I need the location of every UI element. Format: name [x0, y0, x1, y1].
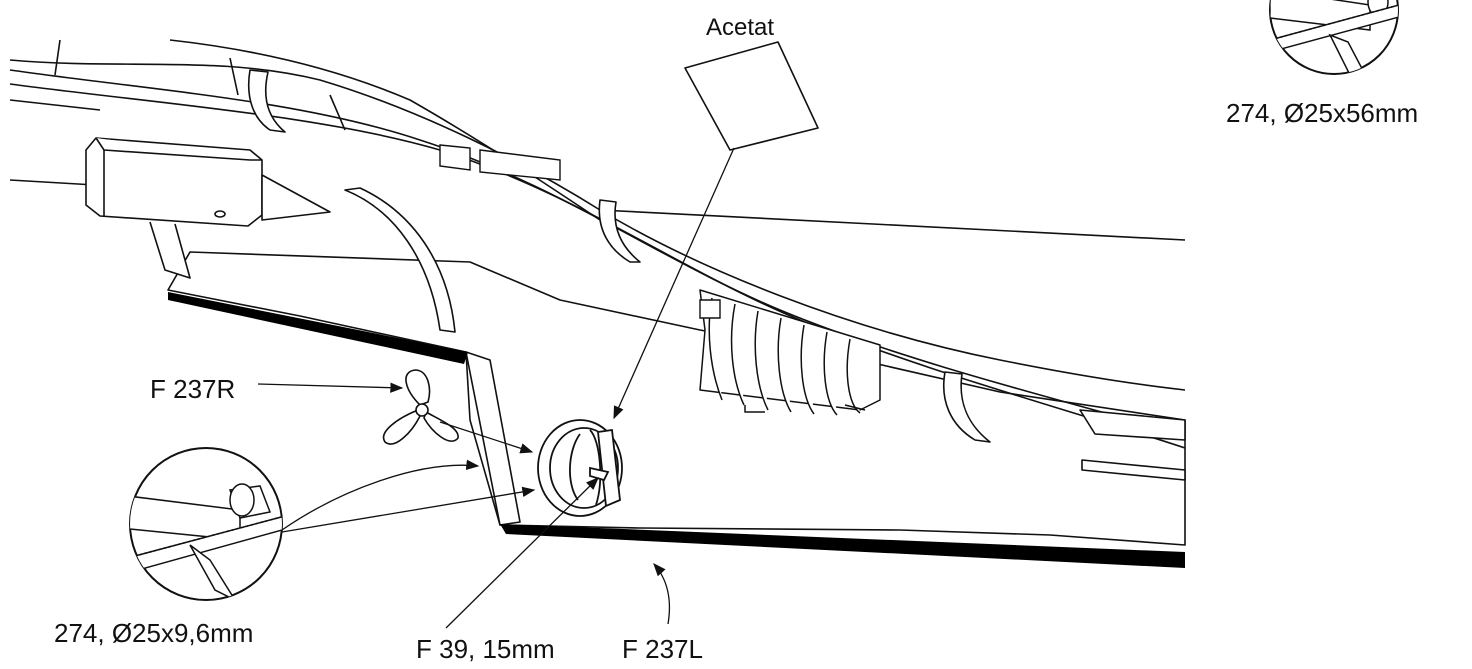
acetat-label: Acetat	[706, 14, 775, 41]
stern-tube	[537, 419, 623, 517]
transom-block	[85, 137, 331, 279]
rib-block	[699, 289, 881, 416]
propeller-icon	[382, 369, 459, 445]
saw-detail-small	[129, 447, 283, 601]
deck-blocks	[439, 144, 721, 319]
acetat-sheet	[684, 41, 819, 151]
tube-large-part-label: 274, Ø25x56mm	[1226, 98, 1419, 128]
tube-small-part-label: 274, Ø25x9,6mm	[54, 618, 254, 648]
propeller-part-label: F 237R	[150, 374, 236, 404]
keel-edge-upper	[168, 292, 468, 364]
keel-edge-lower	[500, 524, 1185, 568]
leader-lines	[257, 147, 735, 629]
hull-ribs	[247, 69, 1186, 481]
hull-body	[167, 251, 1186, 546]
saw-detail-large	[1269, 0, 1399, 75]
shaft-part-label: F 39, 15mm	[416, 634, 555, 664]
hull-side-part-label: F 237L	[622, 634, 703, 664]
